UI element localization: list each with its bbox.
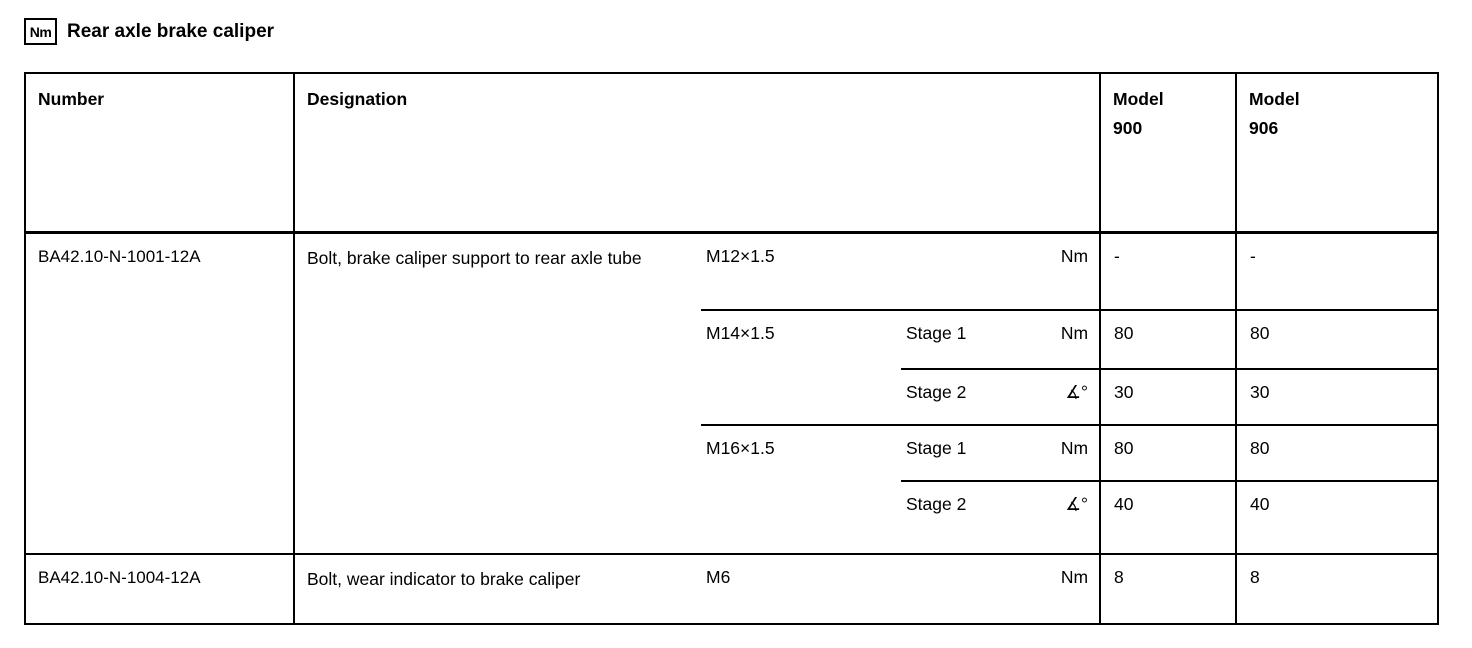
unit-cell: Nm bbox=[1006, 425, 1101, 482]
model-900-value: 30 bbox=[1099, 369, 1237, 426]
torque-spec-table: Number Designation Model 900 Model 906 B… bbox=[24, 72, 1440, 625]
unit-cell: Nm bbox=[1006, 310, 1101, 370]
model-900-value: - bbox=[1099, 232, 1237, 311]
page-title: Rear axle brake caliper bbox=[67, 20, 275, 42]
col-header-model-906-line2: 906 bbox=[1249, 118, 1279, 138]
col-header-model-900: Model 900 bbox=[1099, 73, 1237, 234]
col-header-number: Number bbox=[25, 73, 294, 234]
table-row: M14×1.5 Stage 1 Nm 80 80 bbox=[25, 310, 1439, 426]
col-header-designation: Designation bbox=[292, 73, 1101, 234]
model-900-value: 8 bbox=[1099, 554, 1237, 625]
col-header-model-900-line1: Model bbox=[1113, 89, 1164, 109]
stage-cell: Stage 1 bbox=[901, 310, 1006, 370]
designation-cell: Bolt, wear indicator to brake caliper bbox=[293, 554, 701, 625]
model-900-value: 80 bbox=[1099, 310, 1237, 370]
thread-size-cell: M6 bbox=[701, 554, 1006, 625]
model-906-value: 40 bbox=[1235, 481, 1439, 555]
angle-unit-cell: ∡° bbox=[1006, 369, 1101, 426]
table-row: M16×1.5 Stage 1 Nm 80 80 bbox=[25, 425, 1439, 555]
number-cell: BA42.10-N-1001-12A bbox=[25, 232, 294, 555]
stage-cell: Stage 2 bbox=[901, 481, 1006, 555]
unit-cell: Nm bbox=[1006, 554, 1101, 625]
model-906-value: 80 bbox=[1235, 425, 1439, 482]
angle-unit-cell: ∡° bbox=[1006, 481, 1101, 555]
model-900-value: 80 bbox=[1099, 425, 1237, 482]
model-906-value: - bbox=[1235, 232, 1439, 311]
designation-cell: Bolt, brake caliper support to rear axle… bbox=[293, 232, 701, 555]
model-906-value: 80 bbox=[1235, 310, 1439, 370]
torque-nm-icon: Nm bbox=[24, 18, 57, 45]
table-row: Stage 2 ∡° 40 40 bbox=[25, 481, 1439, 555]
unit-cell: Nm bbox=[1006, 232, 1101, 311]
col-header-model-906: Model 906 bbox=[1235, 73, 1439, 234]
table-row: Stage 2 ∡° 30 30 bbox=[25, 369, 1439, 426]
col-header-model-906-line1: Model bbox=[1249, 89, 1300, 109]
model-906-value: 30 bbox=[1235, 369, 1439, 426]
model-906-value: 8 bbox=[1235, 554, 1439, 625]
number-cell: BA42.10-N-1004-12A bbox=[25, 554, 294, 625]
thread-size-cell: M16×1.5 bbox=[701, 425, 901, 555]
table-row: BA42.10-N-1004-12A Bolt, wear indicator … bbox=[25, 554, 1439, 625]
model-900-value: 40 bbox=[1099, 481, 1237, 555]
stage-cell: Stage 1 bbox=[901, 425, 1006, 482]
thread-size-cell: M14×1.5 bbox=[701, 310, 901, 426]
table-row: BA42.10-N-1001-12A Bolt, brake caliper s… bbox=[25, 232, 1439, 555]
table-header-row: Number Designation Model 900 Model 906 bbox=[25, 73, 1439, 234]
section-title-row: Nm Rear axle brake caliper bbox=[24, 18, 274, 45]
stage-cell: Stage 2 bbox=[901, 369, 1006, 426]
thread-size-cell: M12×1.5 bbox=[701, 232, 1006, 311]
col-header-model-900-line2: 900 bbox=[1113, 118, 1143, 138]
